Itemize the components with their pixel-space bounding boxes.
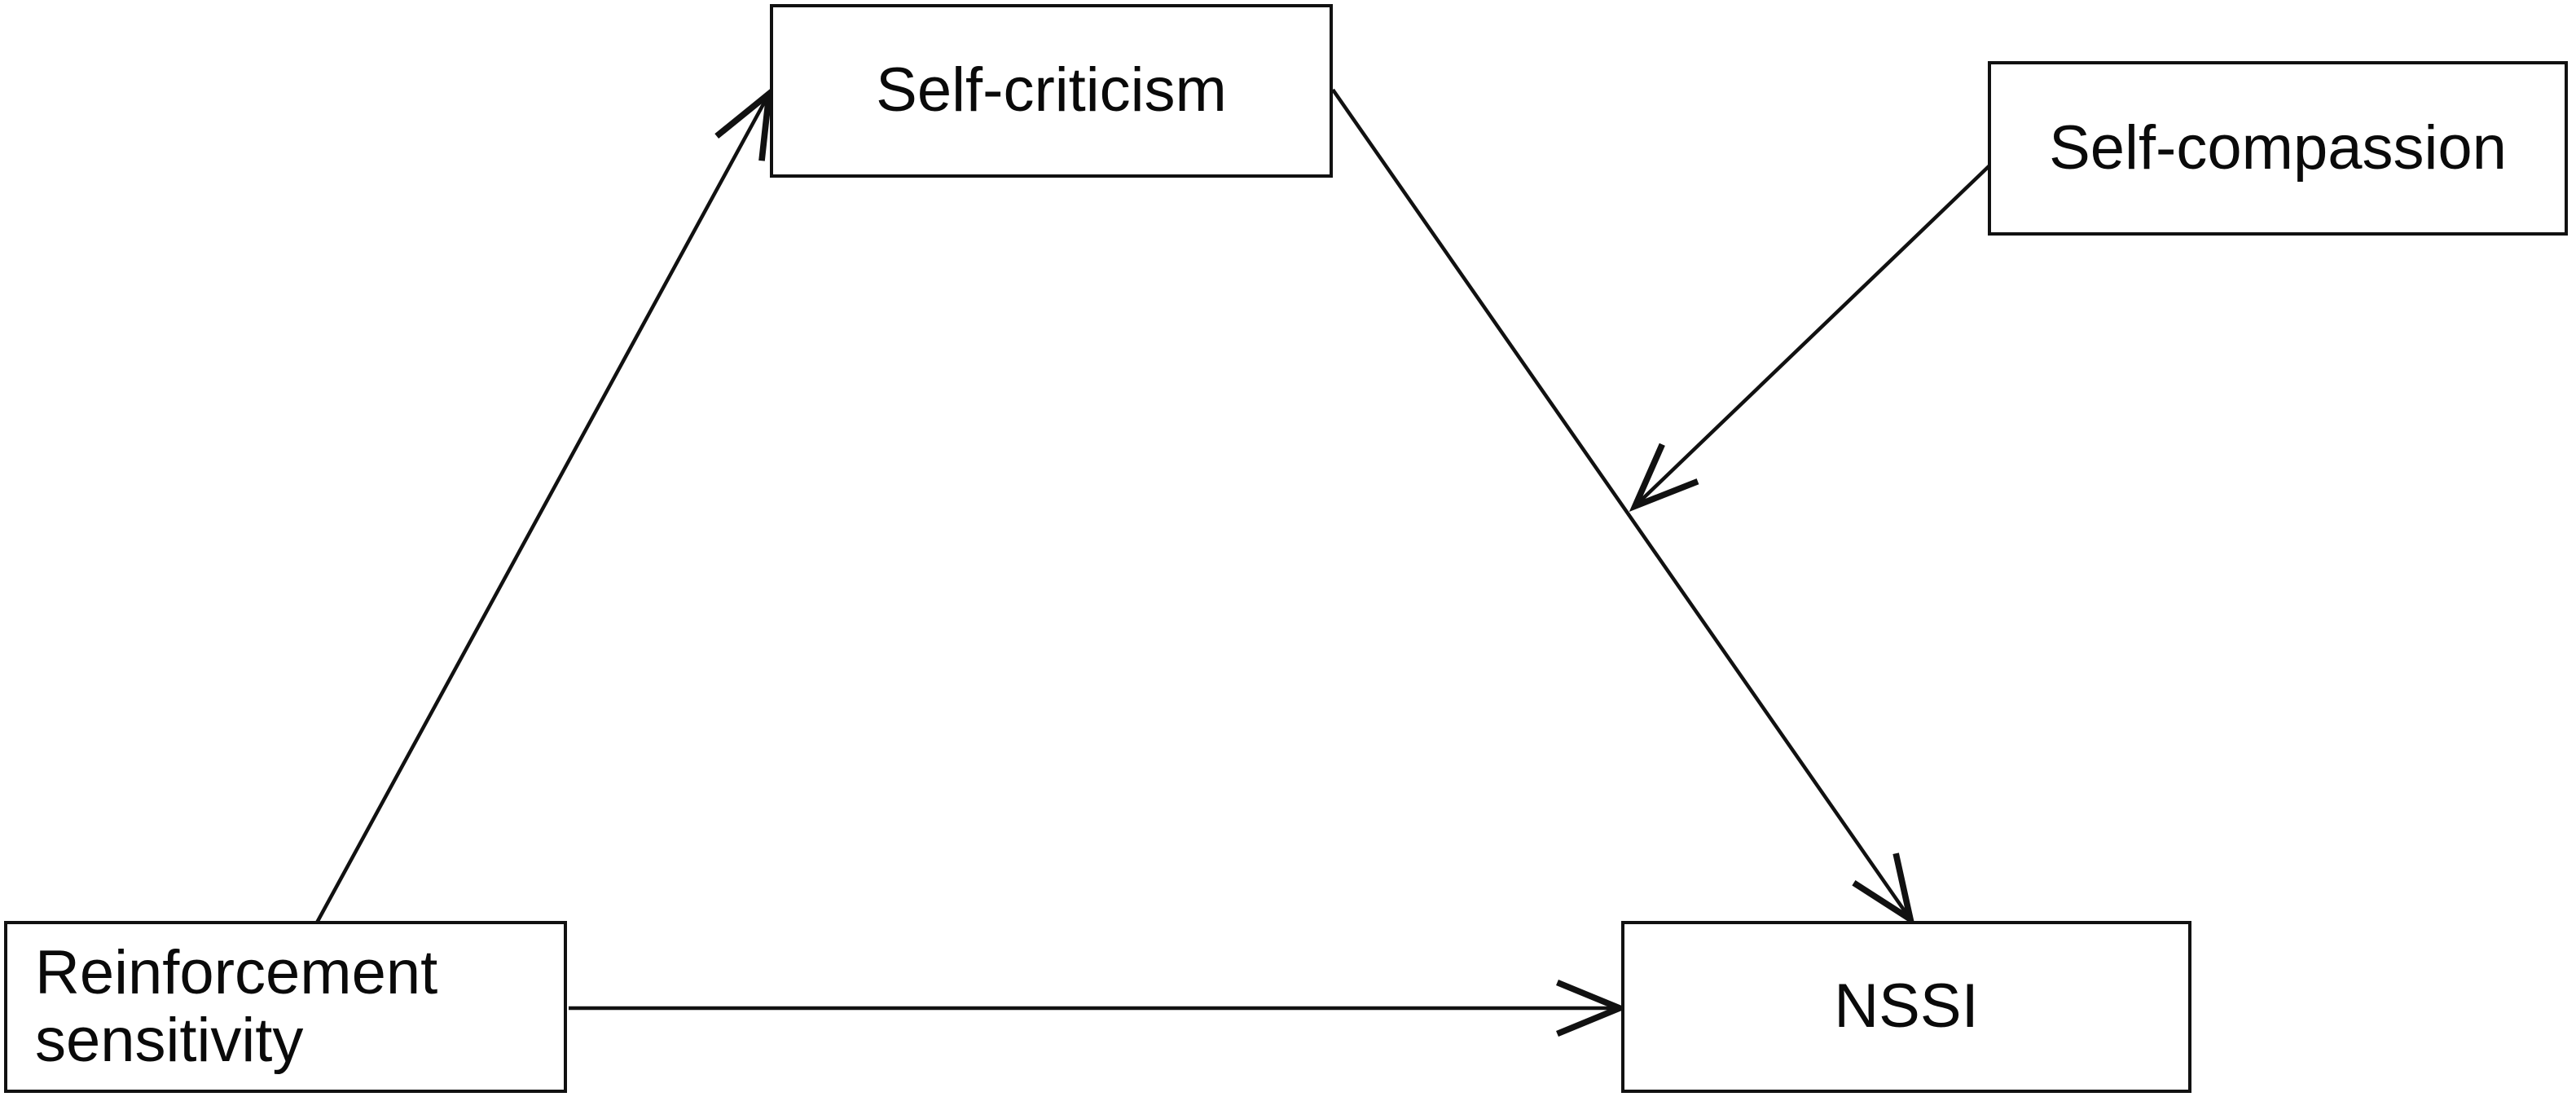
node-reinforcement-sensitivity-label: Reinforcement sensitivity	[35, 938, 438, 1075]
node-nssi-label: NSSI	[1834, 971, 1979, 1042]
node-self-criticism-label: Self-criticism	[876, 55, 1227, 126]
node-self-criticism[interactable]: Self-criticism	[770, 4, 1333, 178]
node-reinforcement-sensitivity[interactable]: Reinforcement sensitivity	[4, 921, 567, 1093]
edge-self-compassion-to-path	[1629, 150, 2006, 512]
node-self-compassion[interactable]: Self-compassion	[1988, 61, 2568, 236]
node-nssi[interactable]: NSSI	[1621, 921, 2191, 1093]
node-self-compassion-label: Self-compassion	[2049, 112, 2507, 183]
edge-self-criticism-to-nssi	[1331, 88, 1915, 927]
edge-reinforcement-to-self-criticism	[315, 86, 773, 924]
